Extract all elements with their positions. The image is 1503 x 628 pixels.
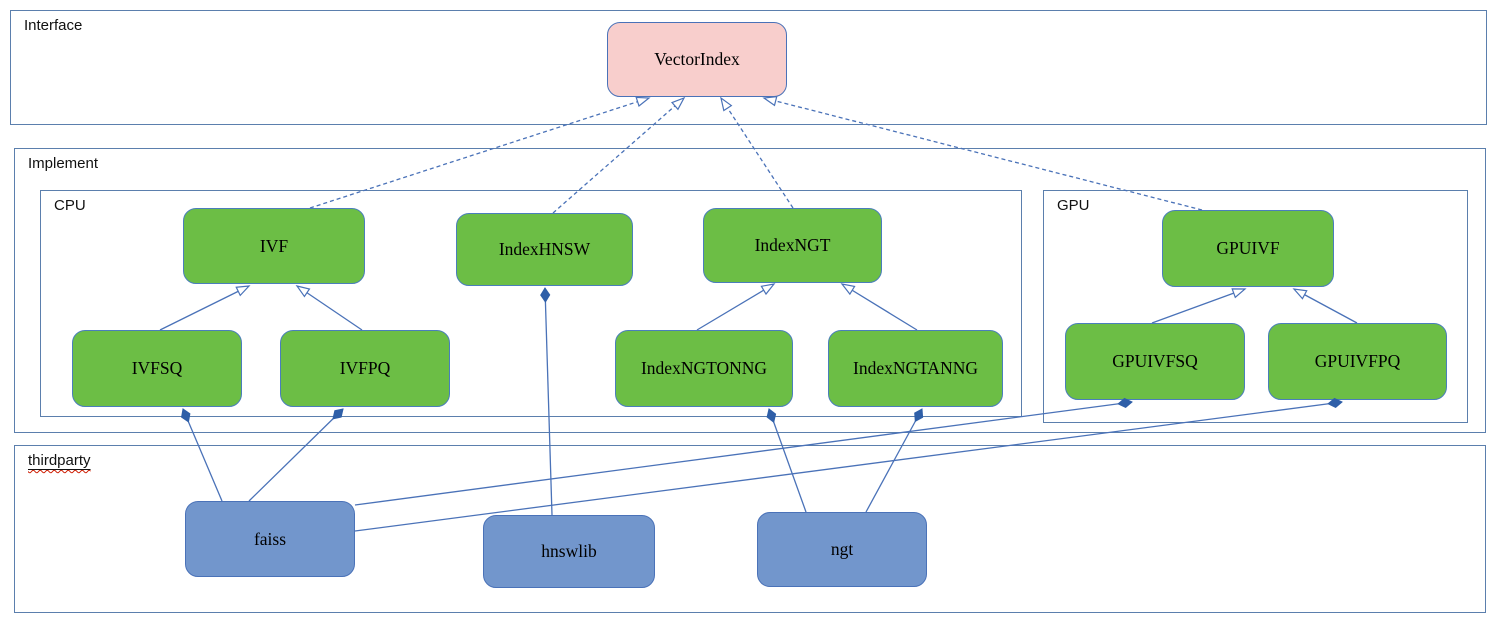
node-ivfsq: IVFSQ (72, 330, 242, 407)
node-label-gpuivfsq: GPUIVFSQ (1112, 351, 1198, 371)
node-label-indexngtonng: IndexNGTONNG (640, 358, 768, 378)
node-label-ivf: IVF (259, 235, 289, 256)
node-gpuivfpq: GPUIVFPQ (1268, 323, 1447, 400)
node-indexngt: IndexNGT (703, 208, 882, 283)
node-ngt: ngt (757, 512, 927, 587)
node-hnswlib: hnswlib (483, 515, 655, 588)
container-label-gpu: GPU (1057, 197, 1090, 214)
container-label-interface: Interface (24, 17, 83, 34)
node-indexngtanng: IndexNGTANNG (828, 330, 1003, 407)
node-label-indexhnsw: IndexHNSW (498, 239, 591, 259)
container-label-cpu: CPU (54, 197, 86, 214)
container-label-thirdparty: thirdparty (28, 452, 91, 469)
node-indexngtonng: IndexNGTONNG (615, 330, 793, 407)
node-ivfpq: IVFPQ (280, 330, 450, 407)
node-label-indexngt: IndexNGT (754, 235, 831, 255)
node-label-vectorindex: VectorIndex (654, 49, 740, 69)
node-label-hnswlib: hnswlib (541, 541, 597, 561)
node-label-gpuivfpq: GPUIVFPQ (1314, 351, 1401, 371)
node-label-ngt: ngt (830, 539, 854, 559)
node-label-indexngtanng: IndexNGTANNG (853, 358, 978, 378)
node-indexhnsw: IndexHNSW (456, 213, 633, 286)
node-gpuivf: GPUIVF (1162, 210, 1334, 287)
node-gpuivfsq: GPUIVFSQ (1065, 323, 1245, 400)
node-label-ivfpq: IVFPQ (339, 358, 391, 378)
node-label-ivfsq: IVFSQ (131, 358, 183, 378)
node-ivf: IVF (183, 208, 365, 284)
container-label-text-thirdparty: thirdparty (28, 452, 91, 469)
node-vectorindex: VectorIndex (607, 22, 787, 97)
container-label-implement: Implement (28, 155, 99, 172)
node-label-gpuivf: GPUIVF (1216, 238, 1280, 258)
node-faiss: faiss (185, 501, 355, 577)
node-label-faiss: faiss (253, 528, 287, 549)
